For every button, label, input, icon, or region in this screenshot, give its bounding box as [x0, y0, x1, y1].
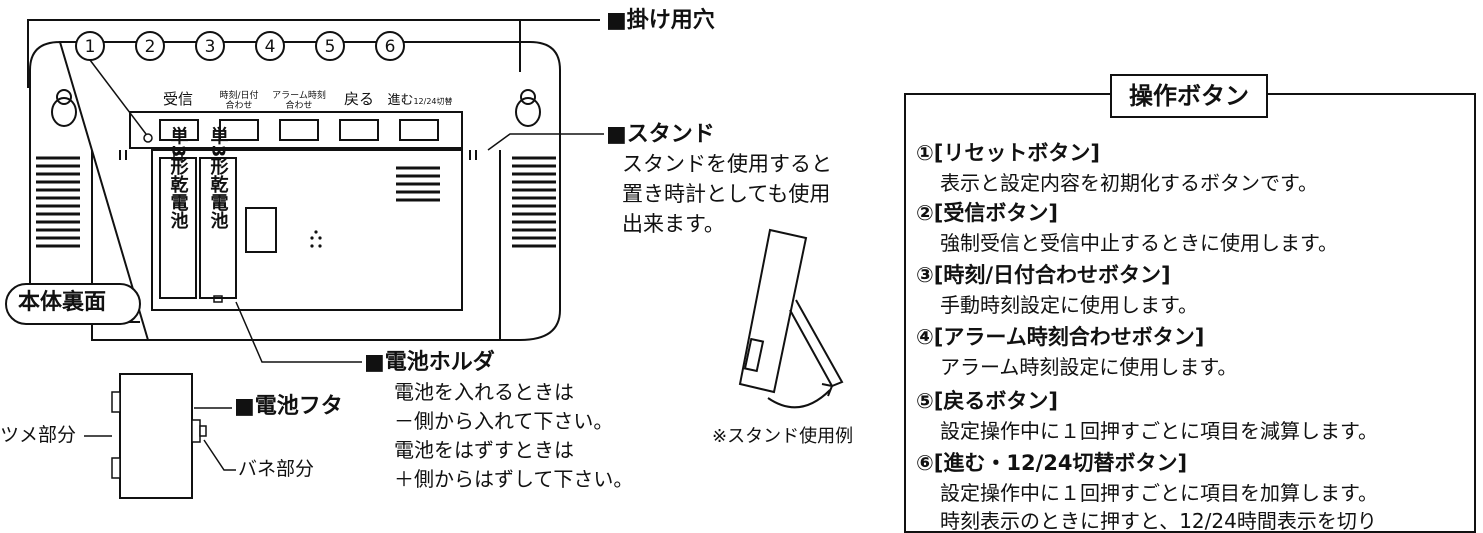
vent-slots	[396, 166, 440, 202]
op-cut-off-line: 時刻表示のときに押すと、12/24時間表示を切り	[940, 509, 1377, 533]
circled-number-4: 4	[255, 31, 285, 61]
spring-part-label: バネ部分	[238, 458, 315, 480]
svg-text:1: 1	[85, 37, 96, 57]
op-desc-6: 設定操作中に１回押すごとに項目を加算します。	[940, 481, 1378, 505]
svg-text:3: 3	[205, 37, 216, 57]
op-heading-5: ⑤[戻るボタン]	[916, 389, 1058, 413]
stand-leader	[487, 133, 604, 151]
battery-1	[159, 157, 197, 299]
circled-number-2: 2	[135, 31, 165, 61]
op-desc-2: 強制受信と受信中止するときに使用します。	[940, 231, 1338, 255]
button-panel	[129, 111, 463, 149]
hanging-hole-left	[51, 89, 77, 127]
stand-desc-1: スタンドを使用すると	[622, 152, 832, 176]
battery-holder-title: ■電池ホルダ	[364, 350, 495, 375]
op-heading-4: ④[アラーム時刻合わせボタン]	[916, 325, 1205, 349]
battery-2	[199, 157, 237, 299]
hanging-hole-label: ■掛け用穴	[606, 8, 715, 33]
op-heading-1: ①[リセットボタン]	[916, 141, 1100, 165]
button-label-time: 時刻/日付	[219, 89, 258, 101]
circled-number-5: 5	[315, 31, 345, 61]
svg-text:6: 6	[385, 37, 396, 57]
speaker-grille-left	[36, 156, 80, 248]
battery-holder-desc-2: －側から入れて下さい。	[394, 409, 614, 433]
battery-compartment	[151, 149, 463, 311]
op-desc-1: 表示と設定内容を初期化するボタンです。	[940, 171, 1318, 195]
button-label-forward: 進む12/24切替	[387, 93, 452, 108]
stand-frame	[91, 150, 501, 341]
battery-text-1: 単3形乾電池	[168, 126, 189, 230]
back-view-label: 本体裏面	[18, 290, 107, 315]
svg-text:4: 4	[265, 37, 276, 57]
reset-button-hole	[143, 133, 153, 143]
svg-text:2: 2	[145, 37, 156, 57]
battery-holder-leader	[235, 301, 362, 363]
stand-title: ■スタンド	[606, 122, 715, 147]
button-2	[159, 119, 199, 141]
battery-cover-title: ■電池フタ	[234, 394, 343, 419]
button-label-alarm: アラーム時刻	[272, 89, 326, 101]
button-3	[219, 119, 259, 141]
svg-text:5: 5	[325, 37, 336, 57]
button-4	[279, 119, 319, 141]
back-label-pill	[5, 283, 141, 325]
op-heading-6: ⑥[進む・12/24切替ボタン]	[916, 451, 1188, 475]
clock-back-diagram: 単3形乾電池 単3形乾電池 受信 時刻/日付 合わせ アラーム時刻 合わせ 戻る…	[5, 19, 844, 499]
reset-dots	[310, 230, 322, 248]
op-desc-5: 設定操作中に１回押すごとに項目を減算します。	[940, 419, 1378, 443]
button-5	[339, 119, 379, 141]
hanging-hole-leader	[27, 19, 600, 88]
button-6	[399, 119, 439, 141]
circled-number-3: 3	[195, 31, 225, 61]
svg-text:合わせ: 合わせ	[285, 99, 312, 111]
battery-latch	[245, 207, 277, 253]
battery-cover	[119, 373, 193, 499]
battery-holder-desc-3: 電池をはずすときは	[394, 438, 574, 462]
battery-text-2: 単3形乾電池	[208, 126, 229, 230]
battery-holder-desc-4: ＋側からはずして下さい。	[394, 467, 634, 491]
op-heading-3: ③[時刻/日付合わせボタン]	[916, 263, 1171, 287]
operation-buttons-box: ①[リセットボタン] 表示と設定内容を初期化するボタンです。 ②[受信ボタン] …	[904, 93, 1476, 533]
stand-desc-3: 出来ます。	[622, 212, 725, 236]
op-desc-4: アラーム時刻設定に使用します。	[940, 355, 1238, 379]
circled-number-6: 6	[375, 31, 405, 61]
button-label-receive: 受信	[163, 90, 193, 108]
stand-example-label: ※スタンド使用例	[712, 426, 854, 447]
op-desc-3: 手動時刻設定に使用します。	[940, 293, 1198, 317]
speaker-grille-right	[512, 156, 556, 248]
stand-desc-2: 置き時計としても使用	[622, 182, 831, 206]
circled-number-1: 1	[75, 31, 105, 61]
operation-buttons-title: 操作ボタン	[1110, 74, 1268, 118]
battery-holder-desc-1: 電池を入れるときは	[394, 380, 574, 404]
svg-text:合わせ: 合わせ	[225, 99, 252, 111]
hanging-hole-right	[515, 89, 541, 127]
button-label-back: 戻る	[344, 90, 374, 108]
tab-part-label: ツメ部分	[0, 424, 77, 446]
stand-example-illustration	[738, 228, 844, 409]
op-heading-2: ②[受信ボタン]	[916, 201, 1058, 225]
